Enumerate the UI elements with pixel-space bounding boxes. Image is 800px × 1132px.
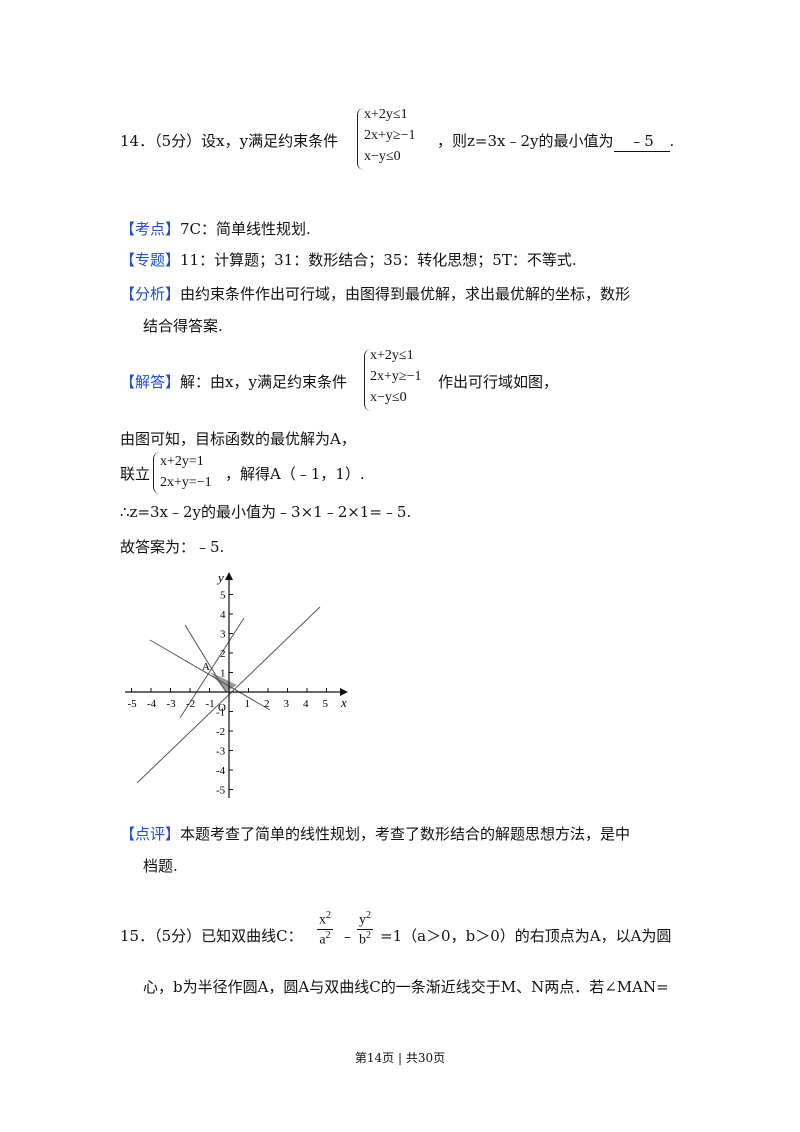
kaodian-tag: 【考点】 <box>120 220 181 238</box>
y-tick-label: 3 <box>220 629 226 641</box>
y-axis-label: y <box>216 570 224 585</box>
x-tick-label: -3 <box>167 698 177 710</box>
x-tick-label: -5 <box>128 698 138 710</box>
point-a-label: A <box>202 661 210 673</box>
x-tick-label: 3 <box>284 698 290 710</box>
x-tick-label: -4 <box>147 698 157 710</box>
constraint-1: x+2y≤1 <box>364 107 408 122</box>
q15-rest: =1（a＞0，b＞0）的右顶点为A，以A为圆 <box>380 927 672 945</box>
fenxi-line2: 结合得答案. <box>143 317 223 335</box>
zhuanti-tag: 【专题】 <box>120 251 181 269</box>
x-axis-label: x <box>340 695 347 710</box>
kaodian-line: 【考点】7C：简单线性规划. <box>120 218 311 239</box>
dianping-line2: 档题. <box>143 857 178 875</box>
y-tick-label: -3 <box>216 746 226 758</box>
x-tick-label: 5 <box>323 698 329 710</box>
page-footer: 第14页 | 共30页 <box>354 1051 446 1065</box>
constraint-3: x−y≤0 <box>364 149 401 164</box>
jieda-tag: 【解答】 <box>120 373 181 391</box>
fenxi-text1: 由约束条件作出可行域，由图得到最优解，求出最优解的坐标，数形 <box>180 285 631 303</box>
x-tick-label: -2 <box>186 698 195 710</box>
fraction-denominator: a2 <box>319 929 331 948</box>
y-axis-arrow <box>225 572 233 580</box>
x-tick-label: -1 <box>206 698 215 710</box>
jieda-constraints: x+2y≤1 2x+y≥−1 x−y≤0 <box>370 345 421 408</box>
constraint-3: x−y≤0 <box>370 390 407 405</box>
y-tick-label: -4 <box>216 765 226 777</box>
y-tick-label: -1 <box>216 707 225 719</box>
x-tick-label: 1 <box>245 698 251 710</box>
y-tick-label: 5 <box>220 590 226 602</box>
dianping-line1: 【点评】本题考查了简单的线性规划，考查了数形结合的解题思想方法，是中 <box>120 823 630 844</box>
jieda-line: 【解答】解：由x，y满足约束条件 <box>120 371 347 392</box>
jieda-l4: 故答案为：﹣5. <box>120 538 225 556</box>
x-tick-label: 2 <box>264 698 270 710</box>
q14-suffix-before: ，则z=3x﹣2y的最小值为 <box>437 132 614 150</box>
jieda-brace <box>364 349 371 411</box>
q14-constraints: x+2y≤1 2x+y≥−1 x−y≤0 <box>364 104 415 167</box>
jieda-l2-post: ，解得A（﹣1，1）. <box>225 465 365 483</box>
q15-minus: ﹣ <box>340 927 356 945</box>
jieda-l1: 由图可知，目标函数的最优解为A， <box>120 430 356 448</box>
y-tick-label: 2 <box>220 648 226 660</box>
zhuanti-line: 【专题】11：计算题；31：数形结合；35：转化思想；5T：不等式. <box>120 249 577 270</box>
y-tick-label: 4 <box>220 609 226 621</box>
fraction-x2-a2: x2 a2 <box>317 910 333 948</box>
dianping-text1: 本题考查了简单的线性规划，考查了数形结合的解题思想方法，是中 <box>180 825 631 843</box>
q15-prefix: 15．（5分）已知双曲线C： <box>120 927 303 945</box>
line-2x-plus-y <box>179 617 245 719</box>
y-tick-label: -2 <box>216 726 225 738</box>
line-extra <box>184 624 227 693</box>
q14-prefix: 14．（5分）设x，y满足约束条件 <box>120 132 339 150</box>
y-tick-label: 1 <box>220 668 226 680</box>
constraint-2: 2x+y≥−1 <box>364 128 416 143</box>
fenxi-tag: 【分析】 <box>120 285 181 303</box>
q14-suffix-after: . <box>669 132 675 150</box>
jieda-l2-pre: 联立 <box>120 465 151 483</box>
constraint-1: x+2y≤1 <box>370 348 414 363</box>
equation-1: x+2y=1 <box>160 454 204 469</box>
dianping-tag: 【点评】 <box>120 825 181 843</box>
x-axis-arrow <box>340 688 348 696</box>
constraint-2: 2x+y≥−1 <box>370 369 422 384</box>
q14-question: ，则z=3x﹣2y的最小值为﹣5. <box>437 130 674 152</box>
x-tick-label: 4 <box>303 698 309 710</box>
q14-answer-blank: ﹣5 <box>613 130 670 152</box>
jieda-l3: ∴z=3x﹣2y的最小值为﹣3×1﹣2×1=﹣5. <box>120 503 412 521</box>
q14-brace <box>357 108 364 170</box>
jieda-l2-brace <box>153 452 160 494</box>
fraction-denominator: b2 <box>359 929 371 948</box>
origin-label: O <box>218 702 226 714</box>
q15-line2: 心，b为半径作圆A，圆A与双曲线C的一条渐近线交于M、N两点．若∠MAN= <box>143 978 669 996</box>
fraction-numerator: x2 <box>317 910 333 930</box>
jieda-post: 作出可行域如图， <box>438 373 559 391</box>
fraction-numerator: y2 <box>357 910 373 930</box>
y-tick-label: -5 <box>216 785 226 797</box>
zhuanti-text: 11：计算题；31：数形结合；35：转化思想；5T：不等式. <box>180 251 577 269</box>
line-x-plus-2y <box>149 639 271 711</box>
feasible-region-graph: -5 -4 -3 -2 -1 1 2 3 4 5 5 4 3 2 1 -1 -2 -3 -4 -5 x y O A <box>125 570 348 798</box>
fraction-y2-b2: y2 b2 <box>357 910 373 948</box>
kaodian-text: 7C：简单线性规划. <box>180 220 311 238</box>
jieda-pre: 解：由x，y满足约束条件 <box>180 373 347 391</box>
fenxi-line1: 【分析】由约束条件作出可行域，由图得到最优解，求出最优解的坐标，数形 <box>120 283 630 304</box>
equation-2: 2x+y=−1 <box>160 475 212 490</box>
jieda-l2-system: x+2y=1 2x+y=−1 <box>160 451 212 493</box>
